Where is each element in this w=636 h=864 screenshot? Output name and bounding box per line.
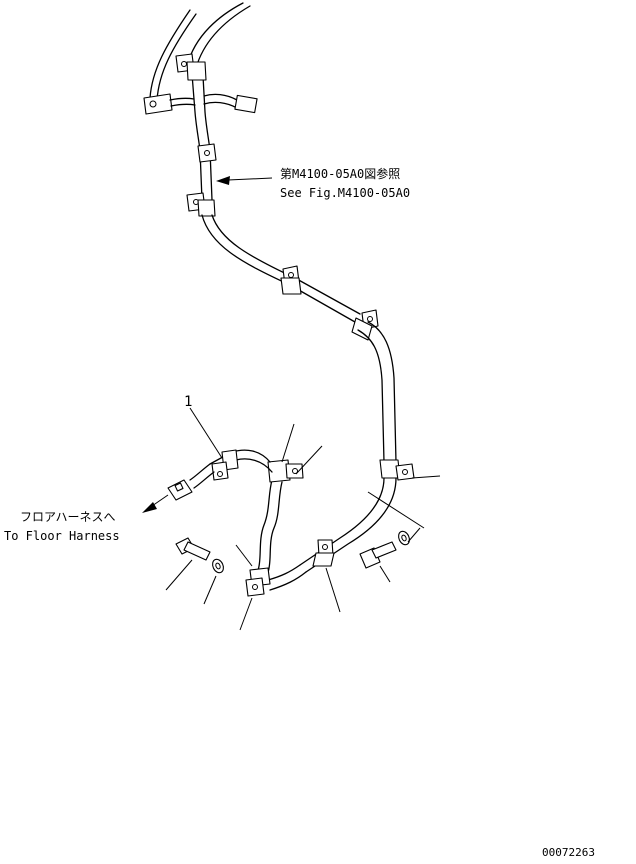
bolt-icon (175, 537, 211, 561)
drawing-number: 00072263 (542, 846, 595, 859)
connector-icon (167, 479, 193, 501)
floor-harness-note-ja: フロアハーネスへ (20, 510, 116, 524)
washer-icon (212, 558, 224, 574)
right-harness (299, 459, 441, 573)
washer-icon (398, 530, 410, 546)
bolt-left (175, 537, 224, 574)
reference-leader (216, 176, 273, 185)
upper-harness (143, 2, 397, 463)
reference-note-ja: 第M4100-05A0図参照 (280, 166, 400, 181)
item-number-label: 1 (184, 394, 192, 410)
reference-note-en: See Fig.M4100-05A0 (280, 186, 410, 200)
bolt-right (359, 530, 410, 569)
floor-harness-note-en: To Floor Harness (4, 529, 120, 543)
bolt-icon (359, 541, 397, 569)
arrow-left-icon (142, 502, 157, 513)
lower-harness (142, 449, 335, 597)
leader-lines (165, 407, 425, 631)
arrow-left-icon (216, 176, 230, 185)
